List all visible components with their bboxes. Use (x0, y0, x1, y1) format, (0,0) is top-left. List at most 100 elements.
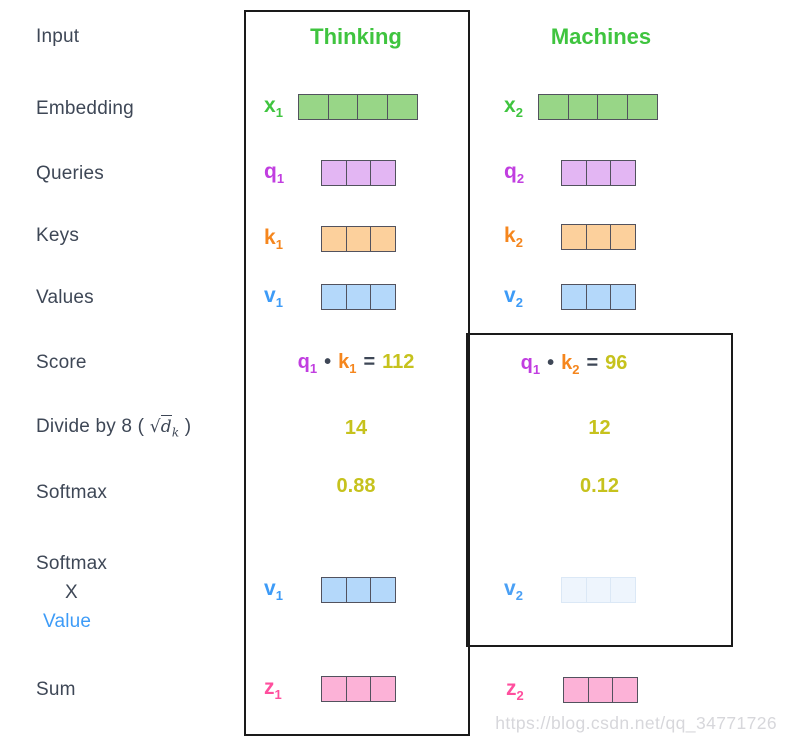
row-label-softmax-x-value: Softmax X Value (36, 549, 107, 636)
vector-label-q2: q2 (504, 159, 525, 187)
score-right-q: q1 (520, 352, 541, 377)
vector-cell (585, 577, 612, 603)
vector-cells-v1 (321, 284, 396, 310)
vector-x1: x1 (264, 93, 418, 121)
vector-label-v2-weighted: v2 (504, 576, 523, 604)
vector-cell (386, 94, 418, 120)
score-right-value: 96 (605, 352, 628, 374)
vector-cell (585, 224, 612, 250)
vector-label-q1: q1 (264, 159, 285, 187)
row-label-softmax: Softmax (36, 482, 108, 503)
vector-cell (585, 160, 612, 186)
vector-cell (357, 94, 388, 120)
softmax-value-left: 0.88 (336, 475, 376, 497)
vector-cell (370, 226, 396, 252)
vector-q1: q1 (264, 159, 396, 187)
sxv-x: X (65, 582, 78, 603)
vector-cell (370, 676, 396, 702)
vector-cell (563, 677, 589, 703)
vector-cells-k2 (561, 224, 636, 250)
vector-cell (597, 94, 628, 120)
vector-cell (561, 160, 587, 186)
vector-label-v2: v2 (504, 283, 523, 311)
vector-cell (612, 677, 638, 703)
vector-label-k1: k1 (264, 225, 283, 253)
vector-label-x1: x1 (264, 93, 283, 121)
dot-product-icon: • (324, 351, 332, 373)
vector-cell (626, 94, 658, 120)
vector-cell (370, 284, 396, 310)
vector-cell (561, 224, 587, 250)
vector-cell (345, 160, 372, 186)
sqrt-subscript: k (171, 425, 180, 440)
vector-cells-v2-weighted (561, 577, 636, 603)
vector-cell (327, 94, 359, 120)
score-left-q: q1 (297, 351, 318, 376)
vector-cell (298, 94, 329, 120)
score-equation-right: q1•k2=96 (462, 352, 686, 377)
vector-label-x2: x2 (504, 93, 523, 121)
vector-label-v1: v1 (264, 283, 283, 311)
row-label-divide-by-8: Divide by 8 ( √dk ) (36, 415, 192, 443)
vector-cell (370, 577, 396, 603)
row-label-queries: Queries (36, 163, 104, 184)
vector-cell (587, 677, 614, 703)
row-label-values: Values (36, 287, 94, 308)
vector-cells-z2 (563, 677, 638, 703)
vector-cells-k1 (321, 226, 396, 252)
vector-cell (538, 94, 569, 120)
softmax-value-right: 0.12 (580, 475, 619, 497)
dot-product-icon: • (547, 352, 555, 374)
vector-cell (585, 284, 612, 310)
vector-label-k2: k2 (504, 223, 523, 251)
watermark-url: https://blog.csdn.net/qq_34771726 (495, 713, 777, 733)
vector-cells-q2 (561, 160, 636, 186)
vector-v2-weighted: v2 (504, 576, 636, 604)
vector-cell (321, 577, 347, 603)
vector-label-v1-weighted: v1 (264, 576, 283, 604)
vector-label-z1: z1 (264, 675, 282, 703)
row-label-score: Score (36, 352, 87, 373)
vector-q2: q2 (504, 159, 636, 187)
vector-cell (370, 160, 396, 186)
vector-v2: v2 (504, 283, 636, 311)
sqrt-sign: √ (149, 417, 161, 437)
vector-x2: x2 (504, 93, 658, 121)
score-left-k: k1 (338, 351, 357, 376)
vector-z1: z1 (264, 675, 396, 703)
vector-cells-x1 (298, 94, 418, 120)
sqrt-dk-formula: √dk (149, 415, 180, 440)
vector-cell (345, 676, 372, 702)
vector-cell (345, 284, 372, 310)
score-left-value: 112 (382, 351, 415, 373)
row-label-embedding: Embedding (36, 98, 134, 119)
vector-cells-v1-weighted (321, 577, 396, 603)
score-section-box (466, 333, 733, 647)
header-thinking: Thinking (310, 24, 402, 49)
row-label-sum: Sum (36, 679, 76, 700)
vector-cell (610, 224, 636, 250)
vector-cell (610, 577, 636, 603)
vector-z2: z2 (506, 676, 638, 704)
row-label-input: Input (36, 26, 80, 47)
vector-cell (321, 284, 347, 310)
equals-sign: = (586, 352, 599, 374)
vector-cell (345, 226, 372, 252)
score-equation-left: q1 • k1 = 112 (244, 351, 468, 376)
divide-suffix: ) (179, 416, 192, 437)
vector-cells-q1 (321, 160, 396, 186)
vector-cell (567, 94, 599, 120)
vector-k1: k1 (264, 225, 396, 253)
header-machines: Machines (550, 24, 652, 49)
vector-cells-x2 (538, 94, 658, 120)
row-label-keys: Keys (36, 225, 80, 246)
equals-sign: = (363, 351, 376, 373)
divide-value-left: 14 (344, 417, 368, 439)
sxv-softmax: Softmax (36, 553, 108, 574)
vector-cell (561, 577, 587, 603)
vector-cell (321, 676, 347, 702)
vector-cells-z1 (321, 676, 396, 702)
sxv-value: Value (43, 611, 92, 632)
sqrt-variable: d (160, 415, 172, 437)
